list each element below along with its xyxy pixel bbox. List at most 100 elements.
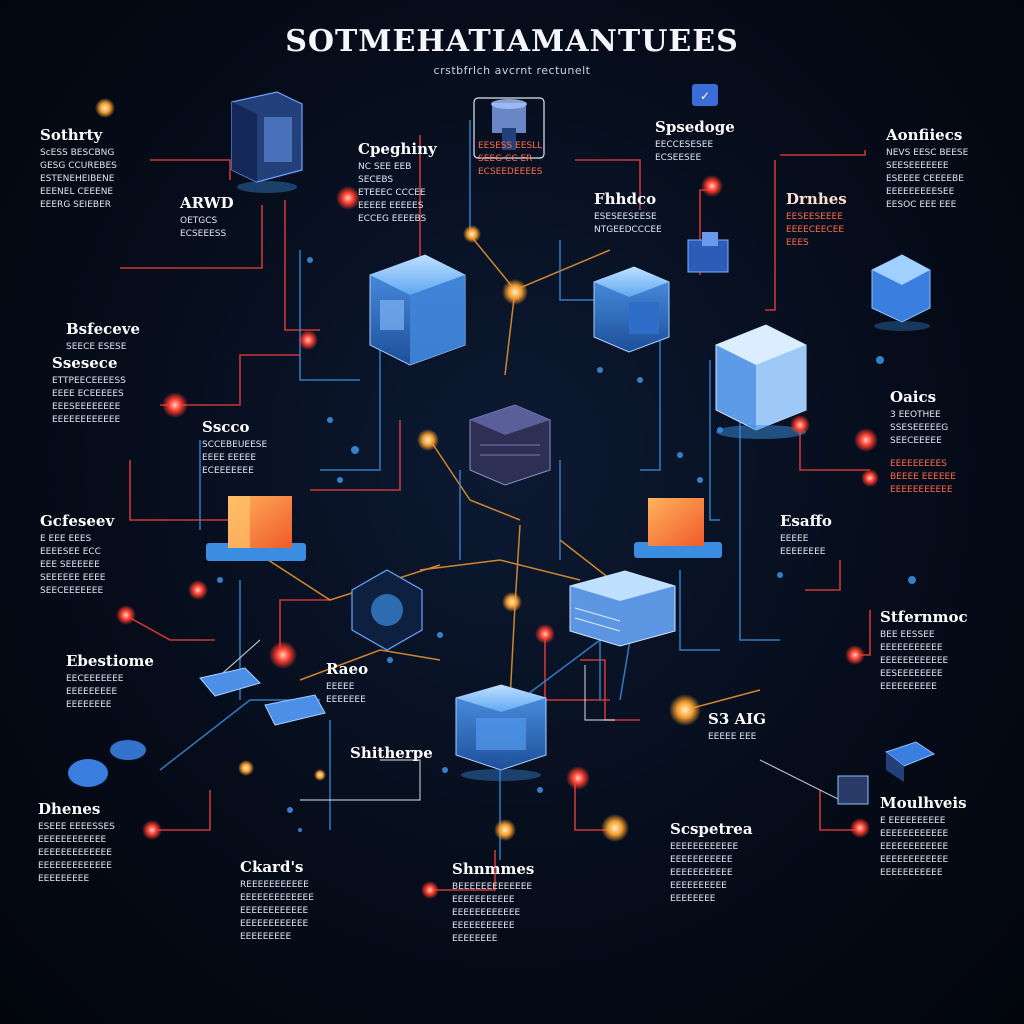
label-line: EEEEEEEEEEEEE [38,861,112,871]
label-line: ESEEEE CEEEEBE [886,174,964,184]
glow-node [298,330,318,350]
label-line: ScESS BESCBNG [40,148,115,158]
label-line: EEES [786,238,809,248]
glow-node [790,415,810,435]
label-line: ECSEEESS [180,229,227,239]
label-line: NEVS EESC BEESE [886,148,969,158]
label-heading: Sscco [202,418,250,436]
flat-panel-left [199,667,261,697]
wire [284,200,320,331]
glow-node [854,428,878,452]
wire [709,360,720,521]
label-line: EEEEEEEEEEEE [880,842,949,852]
wire [575,159,641,210]
wire [299,649,441,681]
label-line: BEEEE EEEEEE [890,472,956,482]
glow-node [116,605,136,625]
server-cube-top-center [473,97,545,159]
orange-cube-left [206,496,306,561]
label-line: EEEEEEEEEEE [452,921,515,931]
wire [430,850,496,891]
label-line: EEE SEEEEEE [40,560,100,570]
wire [124,614,215,641]
label-line: SEEEEEE EEEE [40,573,106,583]
wire [679,570,720,651]
label-line: EEEEEEEEEEEE [880,656,949,666]
label-line: EEENEL CEEENE [40,187,114,197]
wire [244,544,441,601]
glow-node [421,881,439,899]
label-line: GESG CCUREBES [40,161,117,171]
wire [640,340,661,471]
label-heading: Cpeghiny [358,140,437,158]
label-line: EEEE ECEEEEES [52,389,124,399]
label-line: EEEEEEEEEEEE [452,908,521,918]
label-line: EEEEE [780,534,809,544]
label-line: BEE EESSEE [880,630,935,640]
box-node-bottom-right [837,775,869,805]
label-line: EECEEEEEEE [66,674,124,684]
glow-node [417,429,439,451]
label-line: ECEEEEEEE [202,466,254,476]
wire [580,659,640,721]
label-line: EEEEEEEEE [240,932,292,942]
label-line: EEEEE [326,682,355,692]
label-line: ESESEESEESE [594,212,657,222]
glow-node [494,819,516,841]
server-cube-center-dark [469,404,551,486]
wire [739,420,780,641]
server-stack-center-right [569,570,676,647]
wire [300,759,421,801]
label-heading: Dhenes [38,800,101,818]
label-line: EEEESEE ECC [40,547,101,557]
server-cube-bottom-center [455,684,547,781]
label-line: SEECEEEEEEE [40,586,104,596]
label-line: EEEEEEEEES [890,459,947,469]
server-cube-top-left [231,91,303,193]
label-line: EEEEEEEEEEE [890,485,953,495]
wire [310,420,401,491]
wire [509,524,521,701]
glow-node [502,279,528,305]
label-line: REEEEEEEEEEE [240,880,309,890]
label-heading: Scspetrea [670,820,753,838]
label-line: ECSEESEE [655,153,702,163]
label-line: EEEEEEEEEEEE [670,842,739,852]
wire [799,425,870,471]
label-line: ECSEEDEEEES [478,167,543,177]
label-line: EEEEEEEEEEEE [880,829,949,839]
label-line: SEECE ESESE [66,342,127,352]
wire [429,439,521,521]
label-heading: Shitherpe [350,744,433,762]
glow-node [142,820,162,840]
label-line: EEEEEEE [326,695,366,705]
glow-node [269,641,297,669]
wire [819,790,860,831]
label-line: EEERG SEIEBER [40,200,112,210]
label-line: ETEEEC CCCEE [358,188,426,198]
label-line: EEEEEEEEE [66,687,118,697]
wire [584,665,615,721]
label-heading: Bsfeceve [66,320,141,338]
glow-node [162,392,188,418]
label-heading: Shnmmes [452,860,535,878]
glow-node [601,814,629,842]
label-heading: Fhhdco [594,190,657,208]
label-line: EESOC EEE EEE [886,200,957,210]
wire [129,460,230,521]
